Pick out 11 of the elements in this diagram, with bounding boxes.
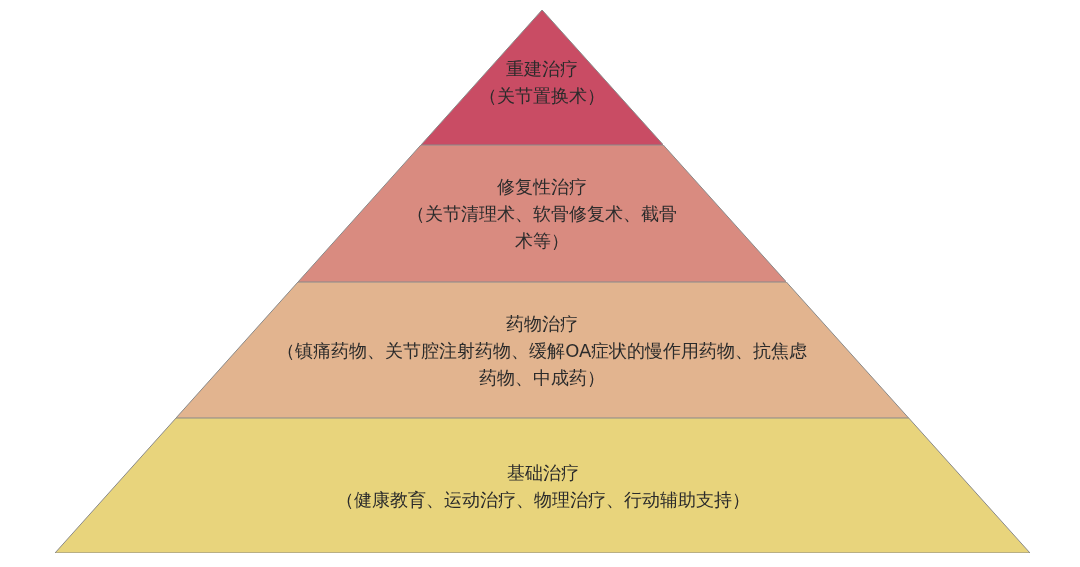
tier-description: （健康教育、运动治疗、物理治疗、行动辅助支持） <box>335 487 750 512</box>
tier-description: （镇痛药物、关节腔注射药物、缓解OA症状的慢作用药物、抗焦虑药物、中成药） <box>276 338 809 390</box>
tier-heading: 基础治疗 <box>506 460 579 485</box>
tier-heading: 药物治疗 <box>506 311 579 336</box>
tier-description: （关节清理术、软骨修复术、截骨术等） <box>406 202 679 253</box>
tier-description: （关节置换术） <box>479 83 606 108</box>
tier-heading: 重建治疗 <box>506 56 579 81</box>
pyramid-tier <box>55 418 1030 553</box>
pyramid-tier <box>176 282 909 418</box>
tier-heading: 修复性治疗 <box>497 175 588 199</box>
pyramid-tier <box>298 145 787 282</box>
